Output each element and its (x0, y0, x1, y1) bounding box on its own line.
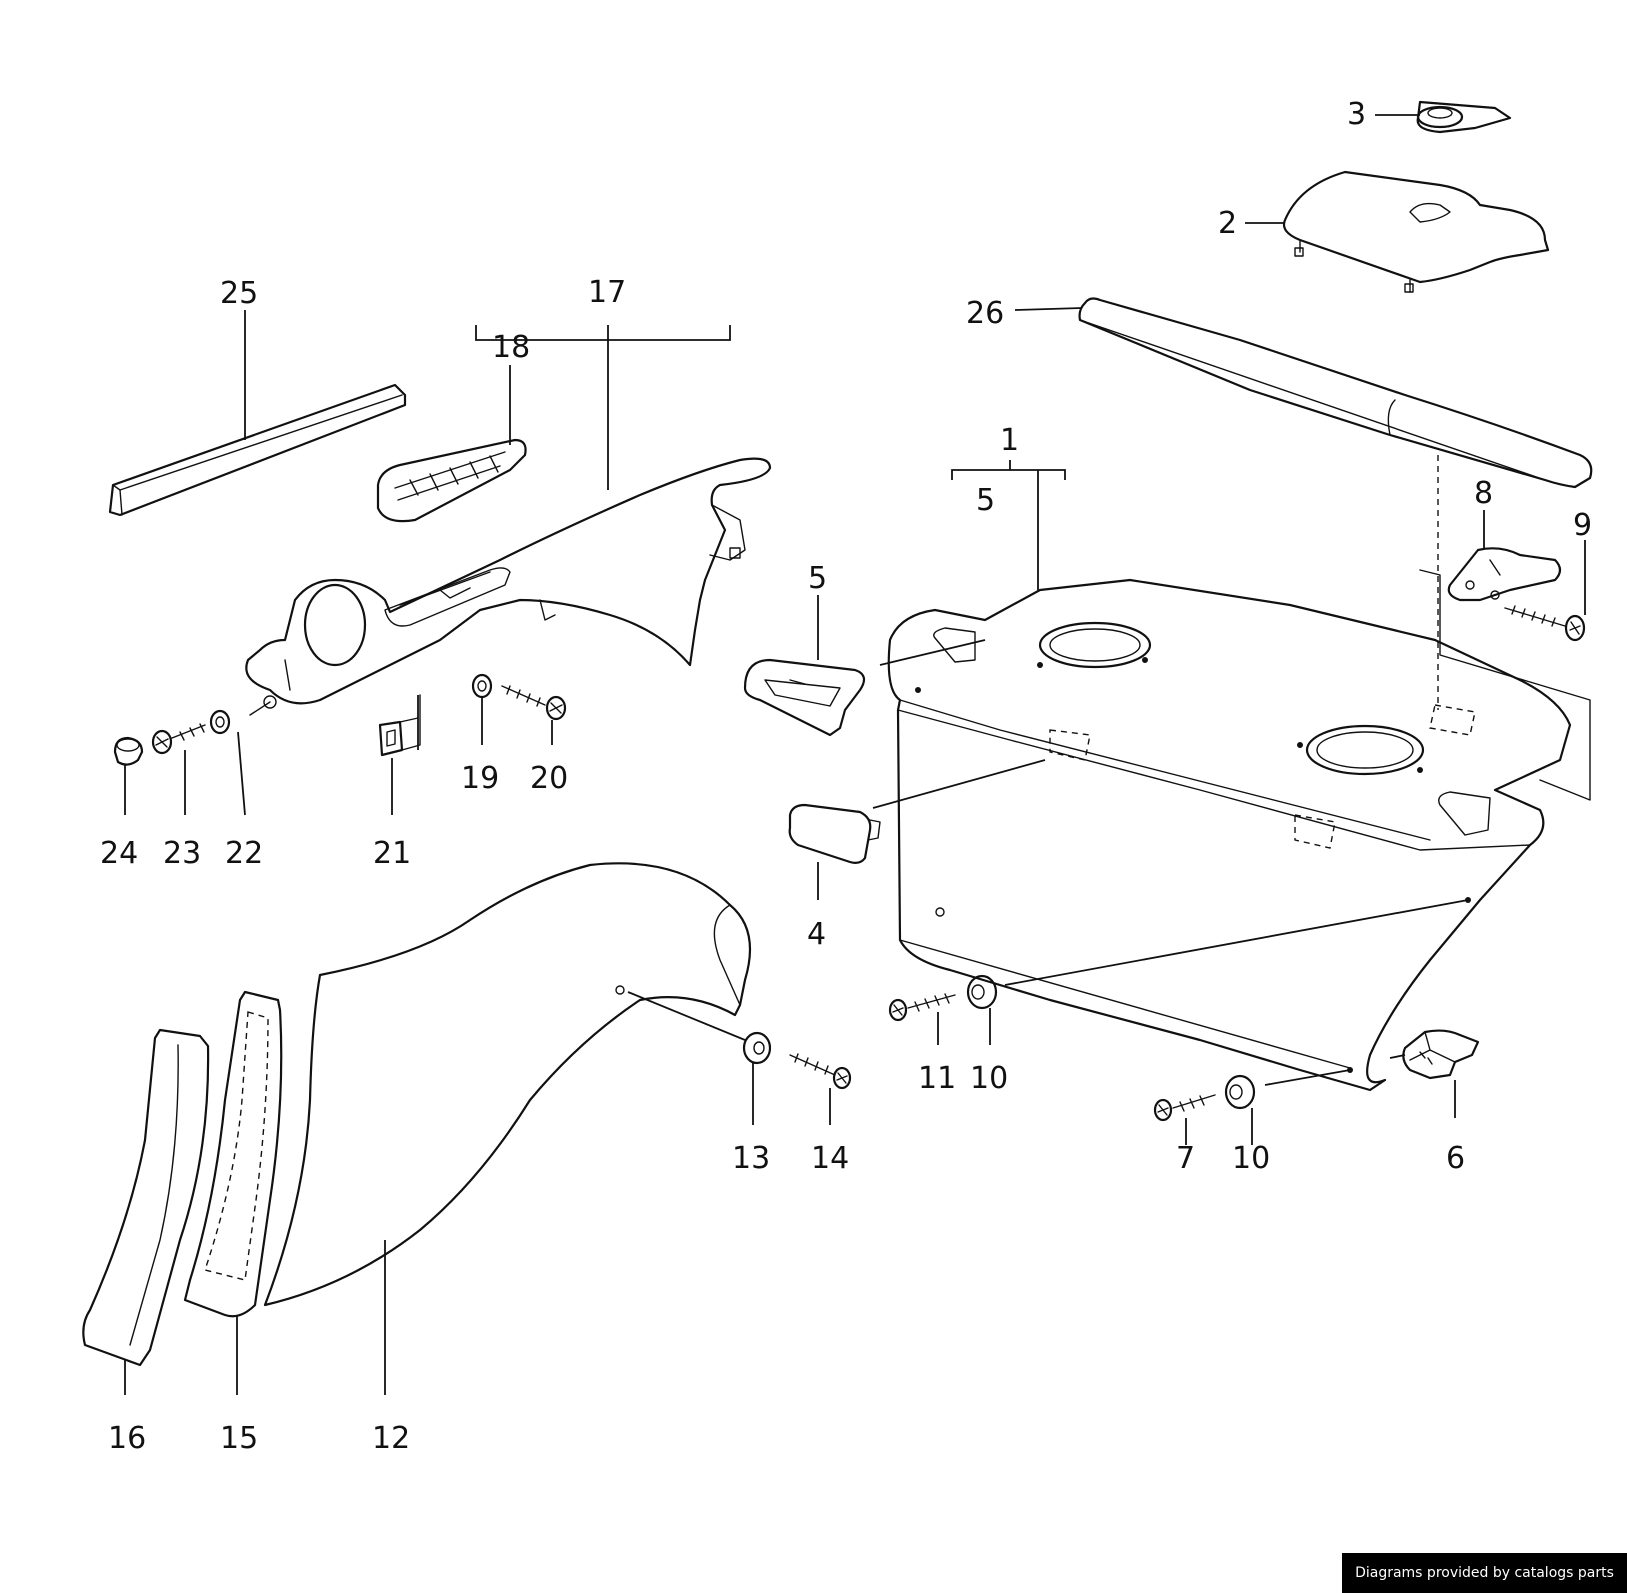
callout-21: 21 (373, 836, 411, 871)
part-15-trim-strip (183, 990, 283, 1318)
part-13-washer (742, 1031, 772, 1065)
part-24-plug (113, 736, 144, 766)
part-1-rear-shelf (887, 578, 1572, 1092)
callout-8: 8 (1474, 476, 1493, 511)
callout-26: 26 (966, 296, 1004, 331)
callout-leaders (124, 114, 1586, 1395)
callout-16: 16 (108, 1421, 146, 1456)
part-26-trim-strip (1078, 297, 1593, 489)
callout-6: 6 (1446, 1141, 1465, 1176)
callout-5-bracket: 5 (976, 483, 995, 518)
callout-24: 24 (100, 836, 138, 871)
part-23-screw (151, 723, 206, 755)
callout-13: 13 (732, 1141, 770, 1176)
part-18-vent-grille (376, 438, 527, 523)
callout-4: 4 (807, 917, 826, 952)
callout-10-lower: 10 (1232, 1141, 1270, 1176)
callout-23: 23 (163, 836, 201, 871)
part-4-housing (788, 803, 881, 864)
part-3-clip-nut (1416, 100, 1512, 134)
callout-14: 14 (811, 1141, 849, 1176)
assembly-bracket-line (1419, 569, 1591, 801)
part-6-clip (1402, 1029, 1480, 1080)
callout-17: 17 (588, 275, 626, 310)
part-8-bracket (1447, 547, 1562, 602)
assembly-lines (417, 639, 1469, 1086)
callout-9: 9 (1573, 508, 1592, 543)
callout-15: 15 (220, 1421, 258, 1456)
callout-18: 18 (492, 330, 530, 365)
part-9-screw (1504, 605, 1586, 642)
part-5-trim-frame (743, 658, 866, 737)
callout-7: 7 (1176, 1141, 1195, 1176)
part-21-clip (378, 694, 421, 757)
callout-20: 20 (530, 761, 568, 796)
callout-11: 11 (918, 1061, 956, 1096)
callout-12: 12 (372, 1421, 410, 1456)
part-2-cover (1282, 170, 1550, 293)
part-22-washer (209, 709, 231, 735)
part-10-washer-upper (966, 974, 998, 1010)
callout-5: 5 (808, 561, 827, 596)
part-14-screw (789, 1053, 852, 1090)
part-25-rail (108, 383, 407, 517)
part-10-washer-lower (1224, 1074, 1256, 1110)
part-17-side-panel (245, 457, 772, 716)
callout-19: 19 (461, 761, 499, 796)
part-11-screw (888, 993, 956, 1022)
credit-banner: Diagrams provided by catalogs parts (1342, 1553, 1627, 1593)
callout-1: 1 (1000, 423, 1019, 458)
callout-labels: 3 2 26 25 17 18 1 5 5 8 9 4 24 23 22 21 … (100, 97, 1592, 1456)
callout-3: 3 (1347, 97, 1366, 132)
part-19-washer (471, 673, 493, 699)
part-7-screw (1153, 1094, 1216, 1122)
callout-2: 2 (1218, 206, 1237, 241)
callout-22: 22 (225, 836, 263, 871)
part-12-quarter-trim (263, 862, 752, 1307)
part-20-screw (501, 685, 567, 721)
part-16-weather-strip (82, 1028, 210, 1367)
callout-25: 25 (220, 276, 258, 311)
callout-10-upper: 10 (970, 1061, 1008, 1096)
